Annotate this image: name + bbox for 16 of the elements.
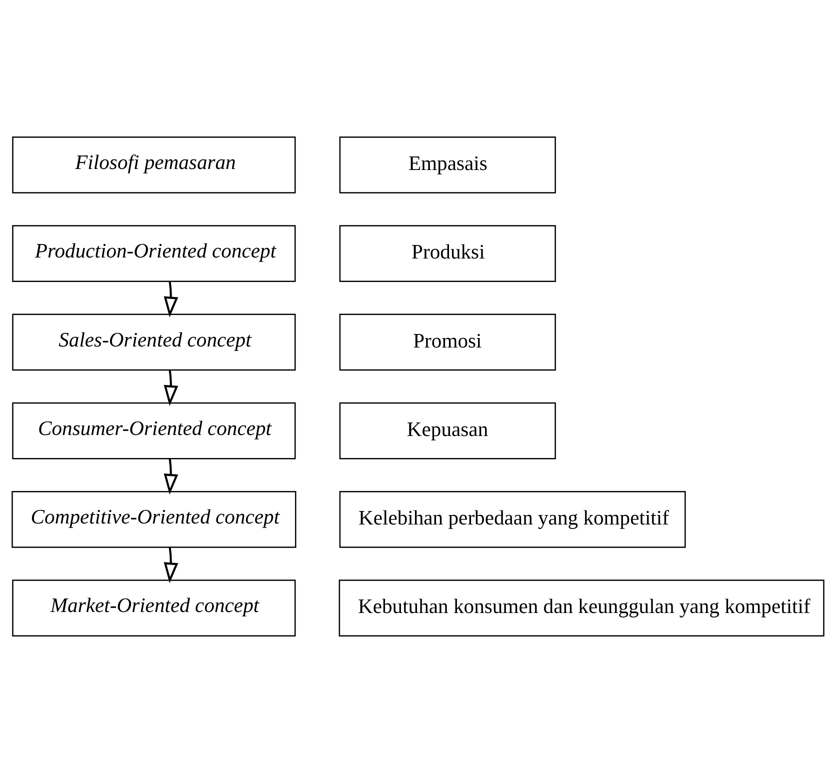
node-box: Promosi	[339, 314, 556, 371]
node-box: Kebutuhan konsumen dan keunggulan yang kompetitif	[338, 580, 824, 636]
arrow	[164, 370, 178, 406]
node-box: Consumer-Oriented concept	[12, 402, 296, 460]
node-box: Kelebihan perbedaan yang kompetitif	[339, 491, 686, 548]
node-box: Filosofi pemasaran	[12, 136, 296, 194]
node-box: Production-Oriented concept	[12, 225, 296, 282]
arrow	[164, 547, 178, 584]
node-box: Kepuasan	[339, 402, 556, 460]
node-box: Produksi	[339, 225, 556, 282]
node-box: Sales-Oriented concept	[12, 314, 296, 371]
node-box: Competitive-Oriented concept	[12, 491, 296, 548]
node-box: Empasais	[339, 136, 556, 194]
arrow	[164, 458, 178, 495]
arrow	[164, 281, 178, 318]
node-box: Market-Oriented concept	[12, 580, 296, 636]
